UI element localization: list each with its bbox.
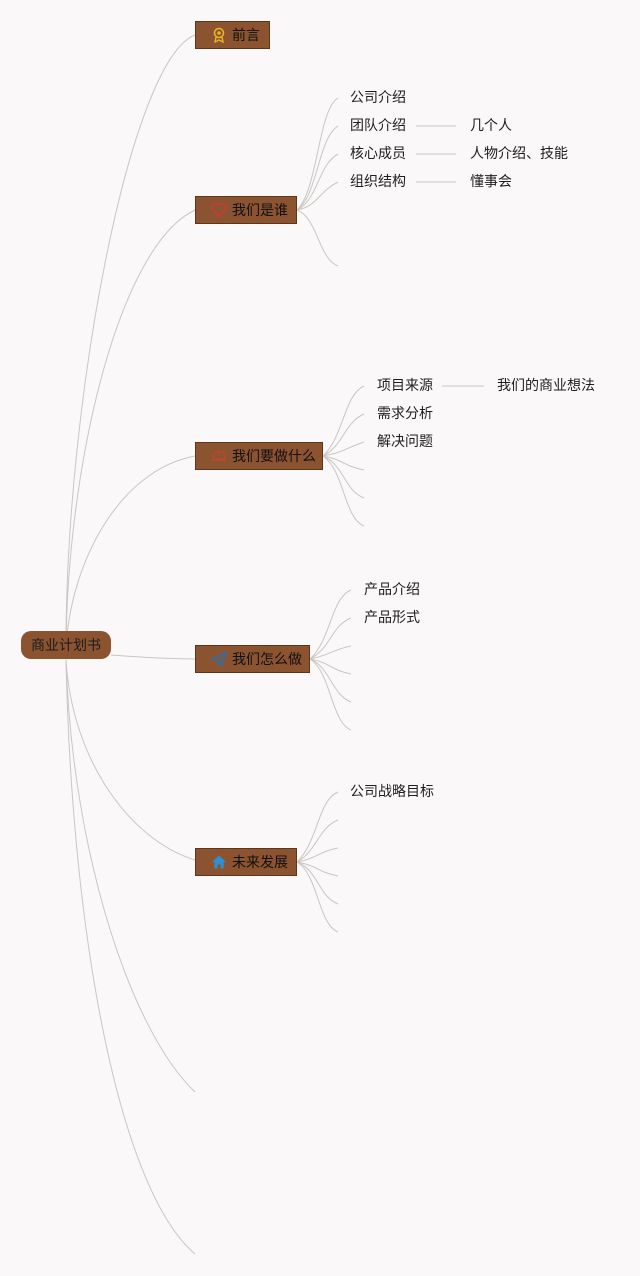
branch-label: 我们是谁 bbox=[232, 203, 288, 219]
leaf-project-source[interactable]: 项目来源 bbox=[377, 378, 433, 394]
link-future-1 bbox=[296, 791, 339, 863]
link-root-empty-1 bbox=[65, 659, 196, 1093]
leaf-company-intro[interactable]: 公司介绍 bbox=[350, 90, 406, 106]
link-what-4 bbox=[322, 455, 365, 471]
branch-node-what[interactable]: 我们要做什么 bbox=[195, 442, 323, 470]
link-how-2 bbox=[309, 617, 352, 660]
branch-label: 我们怎么做 bbox=[232, 652, 302, 668]
leaf-detail-business-idea[interactable]: 我们的商业想法 bbox=[497, 378, 595, 394]
link-what-1 bbox=[322, 385, 365, 457]
leaf-demand-analysis[interactable]: 需求分析 bbox=[377, 406, 433, 422]
link-root-how bbox=[110, 654, 196, 660]
helmet-icon bbox=[210, 447, 228, 465]
leaf-core-members[interactable]: 核心成员 bbox=[350, 146, 406, 162]
branch-label: 未来发展 bbox=[232, 855, 288, 871]
link-root-intro bbox=[65, 34, 196, 646]
branch-label: 我们要做什么 bbox=[232, 449, 316, 465]
link-future-4 bbox=[296, 861, 339, 877]
link-how-3 bbox=[309, 645, 352, 660]
link-who-3 bbox=[296, 153, 339, 211]
link-what-2 bbox=[322, 413, 365, 457]
leaf-detail-headcount[interactable]: 几个人 bbox=[470, 118, 512, 134]
link-how-6 bbox=[309, 658, 352, 731]
link-who-5 bbox=[296, 209, 339, 267]
link-root-what bbox=[65, 455, 196, 646]
leaf-solve-problem[interactable]: 解决问题 bbox=[377, 434, 433, 450]
leaf-strategy-goal[interactable]: 公司战略目标 bbox=[350, 784, 434, 800]
leaf-org-structure[interactable]: 组织结构 bbox=[350, 174, 406, 190]
leaf-team-intro[interactable]: 团队介绍 bbox=[350, 118, 406, 134]
branch-node-how[interactable]: 我们怎么做 bbox=[195, 645, 310, 673]
link-future-5 bbox=[296, 861, 339, 905]
award-ribbon-icon bbox=[210, 26, 228, 44]
link-root-who bbox=[65, 209, 196, 646]
link-root-empty-2 bbox=[65, 659, 196, 1255]
link-who-4 bbox=[296, 181, 339, 211]
leaf-detail-board[interactable]: 懂事会 bbox=[470, 174, 512, 190]
link-future-3 bbox=[296, 847, 339, 863]
leaf-detail-people-skills[interactable]: 人物介绍、技能 bbox=[470, 146, 568, 162]
root-node[interactable]: 商业计划书 bbox=[21, 631, 111, 659]
leaf-product-form[interactable]: 产品形式 bbox=[364, 610, 420, 626]
link-how-5 bbox=[309, 658, 352, 703]
leaf-product-intro[interactable]: 产品介绍 bbox=[364, 582, 420, 598]
link-what-3 bbox=[322, 441, 365, 457]
link-future-2 bbox=[296, 819, 339, 863]
link-future-6 bbox=[296, 861, 339, 933]
link-what-6 bbox=[322, 455, 365, 527]
heart-icon bbox=[210, 201, 228, 219]
link-how-4 bbox=[309, 658, 352, 675]
branch-node-future[interactable]: 未来发展 bbox=[195, 848, 297, 876]
branch-node-who[interactable]: 我们是谁 bbox=[195, 196, 297, 224]
house-icon bbox=[210, 853, 228, 871]
link-who-2 bbox=[296, 125, 339, 211]
link-what-5 bbox=[322, 455, 365, 499]
branch-node-intro[interactable]: 前言 bbox=[195, 21, 270, 49]
branch-label: 前言 bbox=[232, 28, 260, 44]
paper-plane-icon bbox=[210, 650, 228, 668]
link-how-1 bbox=[309, 589, 352, 660]
link-who-1 bbox=[296, 97, 339, 211]
link-root-future bbox=[65, 659, 196, 861]
